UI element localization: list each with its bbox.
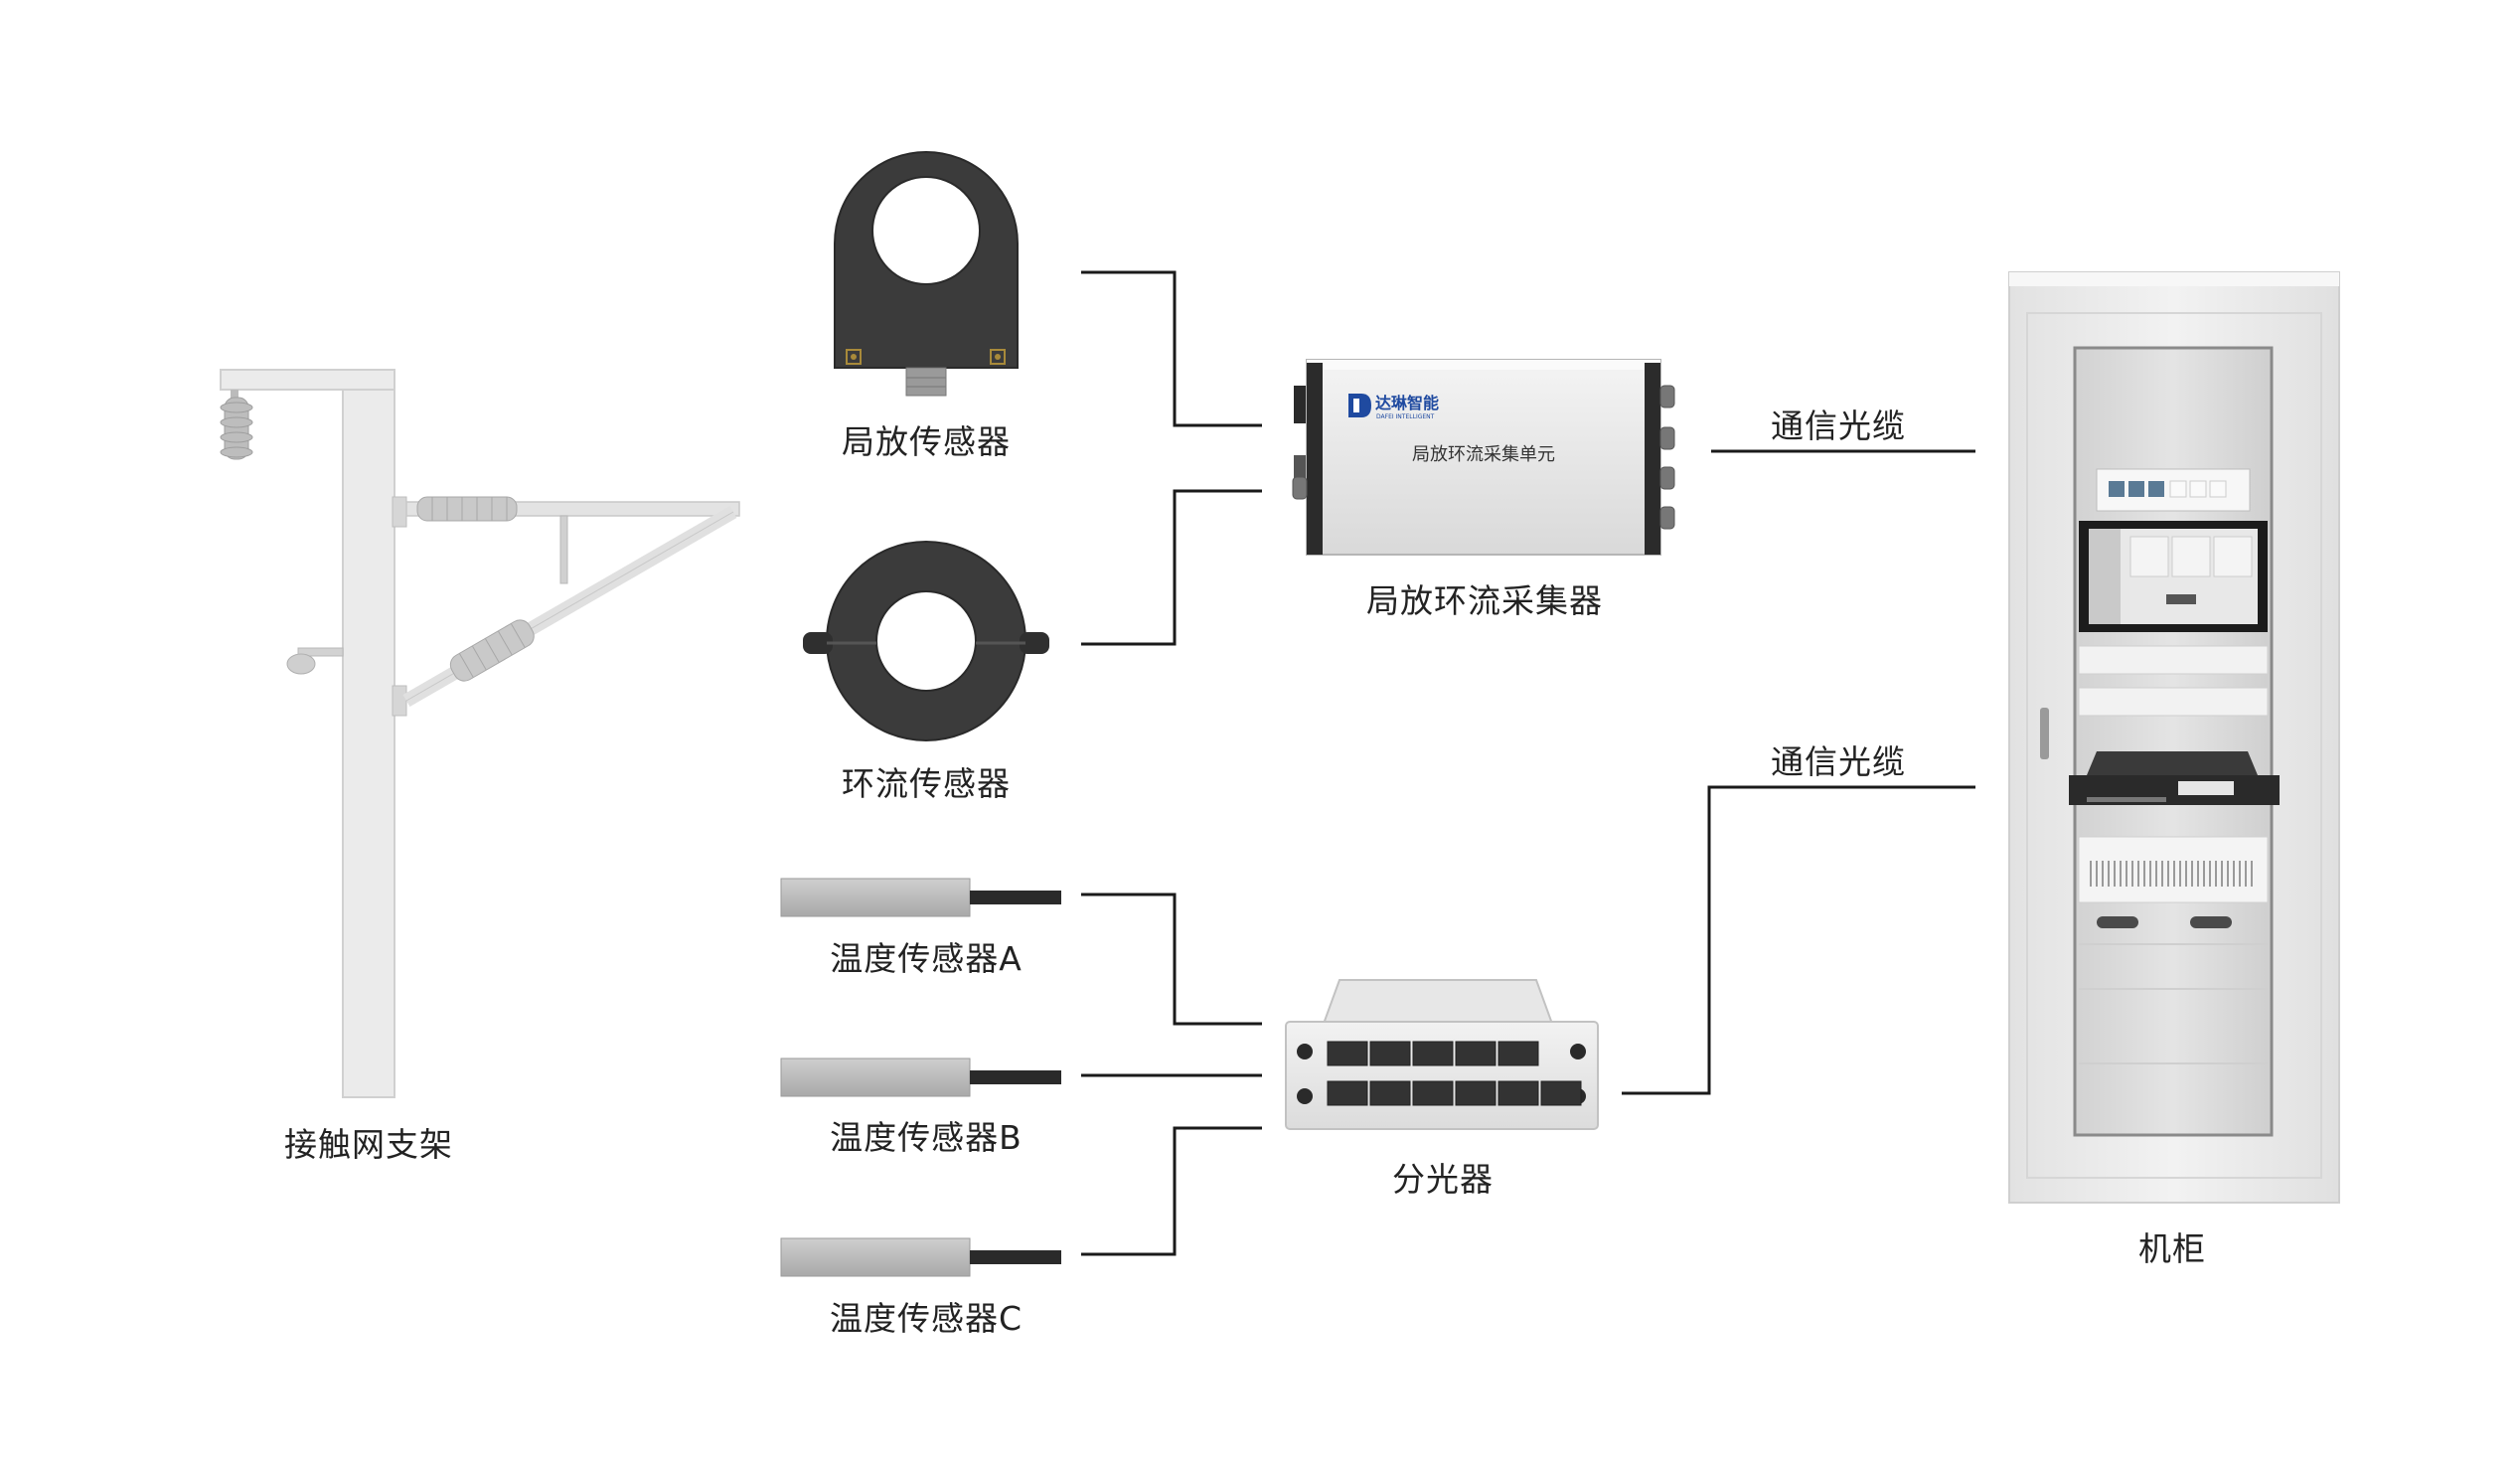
temp-sensor-a-device <box>780 878 1061 917</box>
hanging-insulator <box>220 397 253 460</box>
collector-brand-sub: DAFEI INTELLIGENT <box>1376 413 1435 420</box>
connection-lines <box>1081 270 1975 1256</box>
pole-mast <box>342 369 395 1098</box>
label-collector: 局放环流采集器 <box>1366 581 1603 620</box>
label-cabinet: 机柜 <box>2138 1229 2206 1268</box>
cabinet-device <box>2008 271 2340 1204</box>
pd-sensor-device <box>834 151 1019 397</box>
temp-sensor-c-device <box>780 1237 1061 1277</box>
label-temp-b: 温度传感器B <box>830 1118 1023 1157</box>
label-pole: 接触网支架 <box>284 1125 453 1164</box>
label-cable-top: 通信光缆 <box>1771 407 1906 445</box>
line-cc-to-collector <box>1081 489 1262 646</box>
pole-top-arm <box>220 369 395 391</box>
catenary-support-pole <box>220 369 740 1098</box>
line-temp-a-to-splitter <box>1081 893 1262 1026</box>
temp-sensor-b-device <box>780 1058 1061 1097</box>
splitter-device <box>1285 979 1599 1130</box>
line-pd-to-collector <box>1081 270 1262 427</box>
label-temp-c: 温度传感器C <box>829 1299 1024 1338</box>
cc-sensor-device <box>803 541 1049 741</box>
collector-brand: 达琳智能 <box>1375 394 1439 412</box>
label-temp-a: 温度传感器A <box>830 939 1023 978</box>
collector-device: 达琳智能 DAFEI INTELLIGENT 局放环流采集单元 <box>1292 359 1675 556</box>
label-pd-sensor: 局放传感器 <box>842 422 1011 461</box>
line-splitter-to-cabinet <box>1622 785 1975 1095</box>
line-temp-c-to-splitter <box>1081 1126 1262 1256</box>
label-cc-sensor: 环流传感器 <box>842 764 1011 803</box>
label-splitter: 分光器 <box>1392 1160 1494 1199</box>
collector-panel-text: 局放环流采集单元 <box>1412 444 1555 465</box>
brace-insulator <box>449 619 535 682</box>
cantilever-insulator <box>416 496 518 522</box>
label-cable-bottom: 通信光缆 <box>1771 742 1906 781</box>
